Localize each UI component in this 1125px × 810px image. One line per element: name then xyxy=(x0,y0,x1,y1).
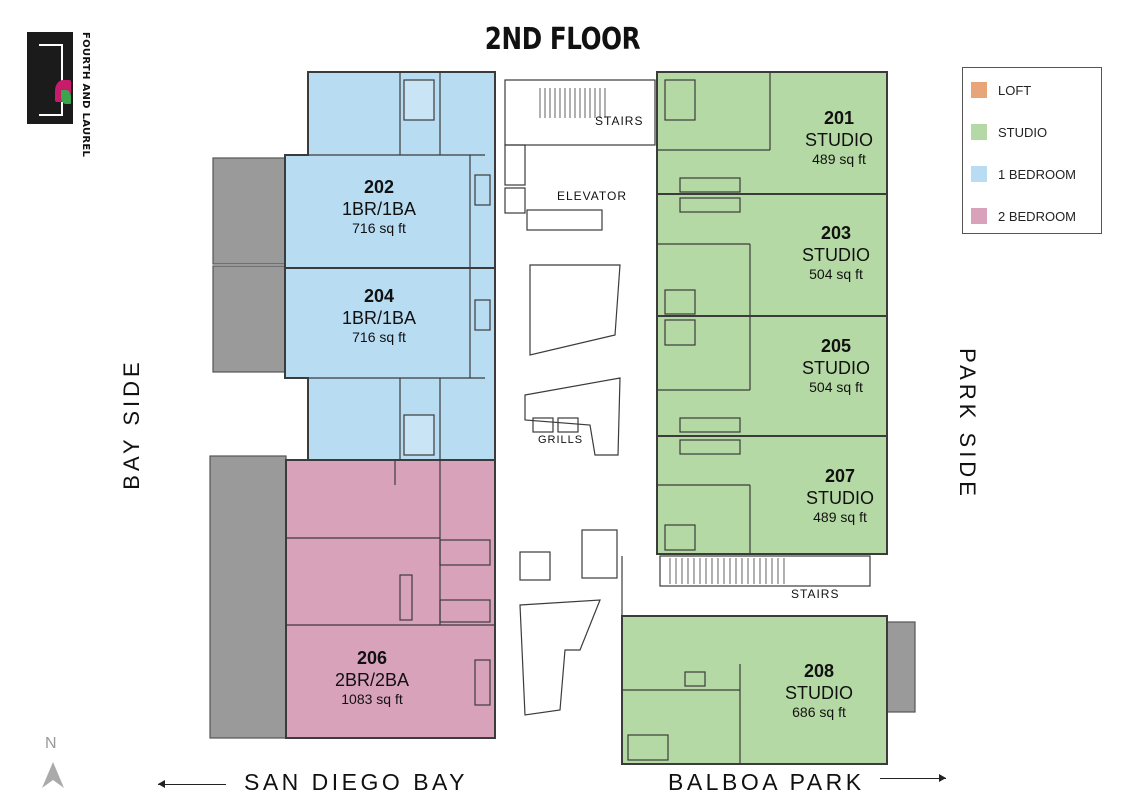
park-side-label: PARK SIDE xyxy=(955,348,980,500)
left-arrow-icon xyxy=(158,780,226,788)
balcony-204 xyxy=(212,265,286,373)
unit-203-label: 203 STUDIO 504 sq ft xyxy=(776,223,896,283)
unit-204-label: 204 1BR/1BA 716 sq ft xyxy=(319,286,439,346)
unit-201-label: 201 STUDIO 489 sq ft xyxy=(779,108,899,168)
unit-206-label: 206 2BR/2BA 1083 sq ft xyxy=(312,648,432,708)
unit-type: 1BR/1BA xyxy=(341,307,417,328)
unit-area: 1083 sq ft xyxy=(341,691,403,708)
unit-number: 203 xyxy=(820,223,852,243)
legend-swatch xyxy=(971,208,987,224)
balboa-park-label: BALBOA PARK xyxy=(668,769,865,795)
legend-swatch xyxy=(971,82,987,98)
unit-number: 205 xyxy=(820,336,852,356)
san-diego-bay-label: SAN DIEGO BAY xyxy=(244,769,469,795)
logo-text: FOURTH AND LAUREL xyxy=(80,32,91,158)
unit-206-area xyxy=(285,459,496,739)
unit-number: 206 xyxy=(356,648,388,668)
unit-202-label: 202 1BR/1BA 716 sq ft xyxy=(319,177,439,237)
right-arrow-icon xyxy=(880,774,946,782)
legend-item-studio: STUDIO xyxy=(971,123,1047,141)
unit-type: STUDIO xyxy=(805,487,874,508)
unit-208-label: 208 STUDIO 686 sq ft xyxy=(759,661,879,721)
unit-number: 202 xyxy=(363,177,395,197)
unit-205-label: 205 STUDIO 504 sq ft xyxy=(776,336,896,396)
unit-number: 207 xyxy=(824,466,856,486)
legend-label: 2 BEDROOM xyxy=(998,208,1077,224)
unit-number: 208 xyxy=(803,661,835,681)
legend-label: 1 BEDROOM xyxy=(998,166,1077,182)
legend-label: LOFT xyxy=(998,82,1032,98)
unit-number: 201 xyxy=(823,108,855,128)
stairs-top-label: STAIRS xyxy=(595,114,644,128)
unit-area: 716 sq ft xyxy=(352,329,406,346)
stairs-bottom-label: STAIRS xyxy=(791,587,840,601)
unit-area: 489 sq ft xyxy=(812,151,866,168)
unit-type: 1BR/1BA xyxy=(341,198,417,219)
legend-label: STUDIO xyxy=(998,124,1048,140)
bay-side-label: BAY SIDE xyxy=(119,358,144,490)
legend-item-2-bedroom: 2 BEDROOM xyxy=(971,207,1076,225)
balcony-202 xyxy=(212,157,286,265)
unit-area: 489 sq ft xyxy=(813,509,867,526)
balcony-208 xyxy=(886,621,916,713)
unit-area: 686 sq ft xyxy=(792,704,846,721)
unit-type: 2BR/2BA xyxy=(334,669,410,690)
legend-item-loft: LOFT xyxy=(971,81,1031,99)
unit-area: 504 sq ft xyxy=(809,266,863,283)
logo-leaf-small-icon xyxy=(61,90,71,104)
unit-type: STUDIO xyxy=(801,244,870,265)
elevator-label: ELEVATOR xyxy=(557,189,628,203)
brand-logo xyxy=(27,32,73,124)
unit-area: 716 sq ft xyxy=(352,220,406,237)
north-arrow-icon xyxy=(42,762,64,788)
unit-number: 204 xyxy=(363,286,395,306)
unit-area: 504 sq ft xyxy=(809,379,863,396)
grills-label: GRILLS xyxy=(538,434,584,446)
north-label: N xyxy=(45,735,57,752)
unit-202-area xyxy=(284,71,496,269)
page-title: 2ND FLOOR xyxy=(484,22,641,57)
legend: LOFT STUDIO 1 BEDROOM 2 BEDROOM xyxy=(962,67,1102,234)
legend-swatch xyxy=(971,166,987,182)
unit-type: STUDIO xyxy=(804,129,873,150)
unit-207-label: 207 STUDIO 489 sq ft xyxy=(780,466,900,526)
unit-type: STUDIO xyxy=(784,682,853,703)
unit-type: STUDIO xyxy=(801,357,870,378)
balcony-206 xyxy=(209,455,287,739)
legend-swatch xyxy=(971,124,987,140)
legend-item-1-bedroom: 1 BEDROOM xyxy=(971,165,1076,183)
